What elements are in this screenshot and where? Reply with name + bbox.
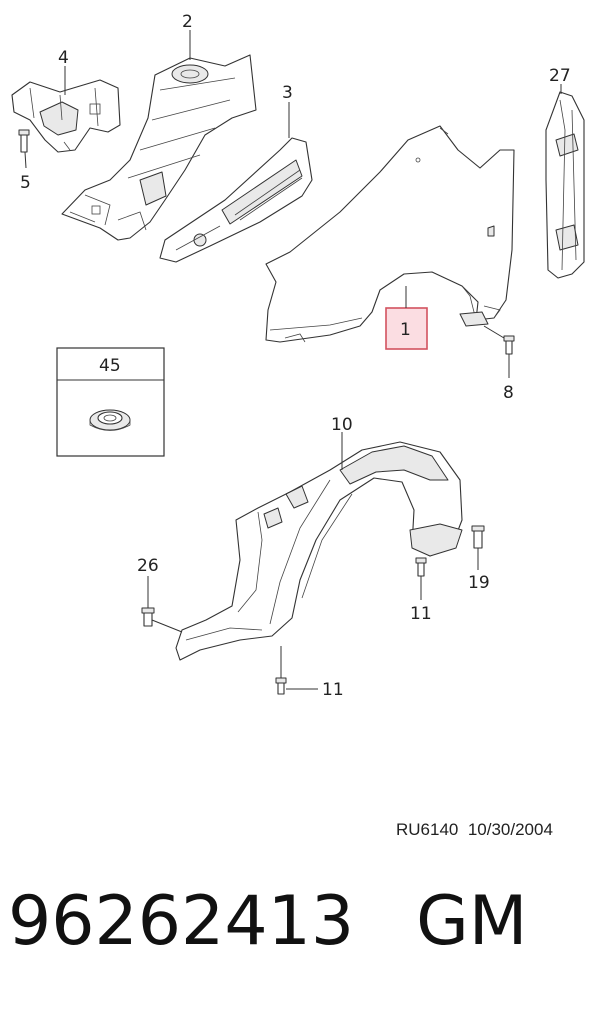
inset-part-45 (56, 347, 165, 457)
insulator-part-27 (545, 91, 585, 279)
callout-10: 10 (331, 415, 353, 435)
callout-45: 45 (99, 356, 121, 376)
callout-11-lower: 11 (322, 680, 344, 700)
screw-part-11-lower (275, 677, 287, 695)
callout-3: 3 (282, 83, 293, 103)
leader-26 (147, 576, 183, 633)
leader-5 (24, 151, 27, 169)
callout-2: 2 (182, 12, 193, 32)
callout-27: 27 (549, 66, 571, 86)
front-rail-part-2 (61, 54, 257, 241)
clip-part-19 (471, 525, 485, 549)
brand-name: GM (416, 882, 528, 961)
callout-5: 5 (20, 173, 31, 193)
diagram-code-and-date: RU6140 10/30/2004 (396, 820, 553, 840)
parts-diagram: 2 4 3 27 5 1 8 45 10 26 19 11 11 (11, 12, 585, 700)
callout-1: 1 (400, 320, 411, 340)
lower-rail-part-3 (159, 137, 313, 263)
bolt-part-26 (141, 607, 155, 627)
part-number: 96262413 (8, 882, 355, 961)
wheelhouse-liner-part-10 (175, 441, 463, 661)
callout-box-1 (385, 307, 428, 350)
callout-19: 19 (468, 573, 490, 593)
diagram-code: RU6140 (396, 820, 459, 839)
fender-part-1 (265, 125, 515, 343)
bolt-part-5 (18, 129, 30, 153)
callout-8: 8 (503, 383, 514, 403)
screw-part-8 (503, 335, 515, 355)
callout-4: 4 (58, 48, 69, 68)
leader-8 (483, 325, 510, 378)
callout-11-upper: 11 (410, 604, 432, 624)
leader-11-lower (280, 646, 318, 690)
screw-part-11-upper (415, 557, 427, 577)
diagram-date: 10/30/2004 (467, 820, 553, 839)
callout-26: 26 (137, 556, 159, 576)
bracket-part-4 (11, 79, 121, 153)
